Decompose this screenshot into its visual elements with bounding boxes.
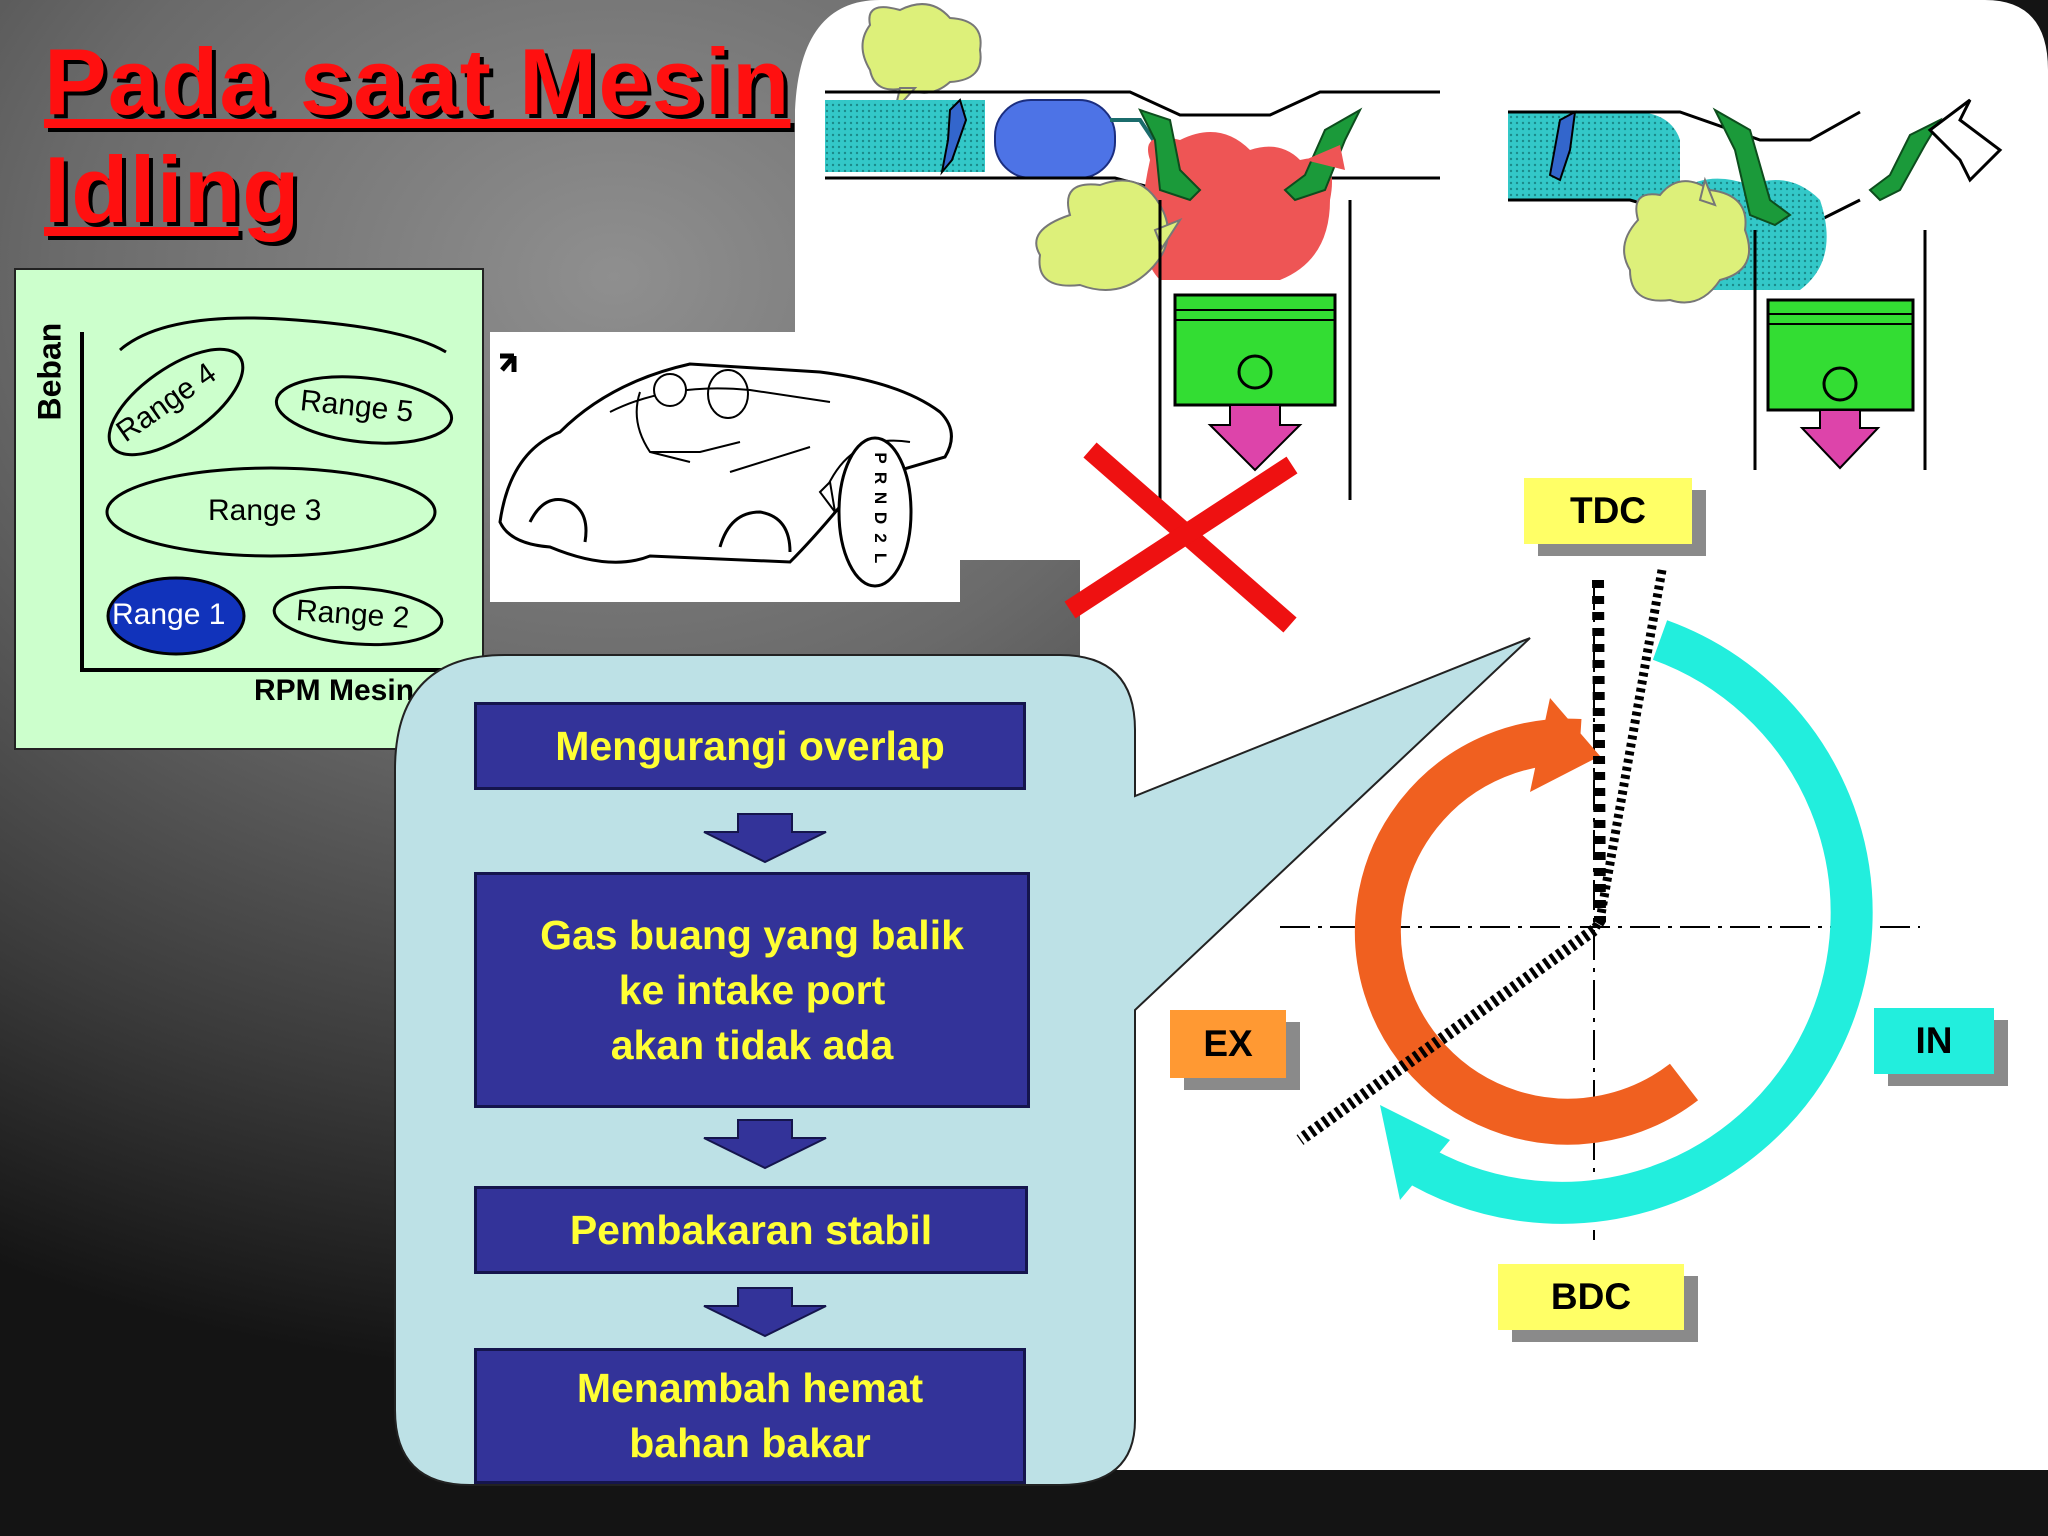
range-4-ellipse bbox=[107, 347, 245, 457]
engine-left bbox=[825, 3, 1440, 500]
gear-letter-N: N bbox=[871, 492, 890, 504]
flow-arrow-3 bbox=[703, 1287, 827, 1338]
exhaust-arc bbox=[1354, 718, 1699, 1145]
tdc-label: TDC bbox=[1524, 478, 1692, 544]
range-3-ellipse bbox=[105, 466, 437, 558]
ex-label: EX bbox=[1170, 1010, 1286, 1078]
gear-letter-L: L bbox=[871, 553, 890, 563]
flow-step-2: Gas buang yang balik ke intake port akan… bbox=[474, 872, 1030, 1108]
in-label: IN bbox=[1874, 1008, 1994, 1074]
page-title: Pada saat Mesin Idling bbox=[44, 28, 790, 244]
range-3-label: Range 3 bbox=[208, 494, 322, 527]
cross-mark bbox=[1064, 442, 1298, 633]
gear-letter-P: P bbox=[871, 452, 890, 463]
title-line-2: Idling bbox=[44, 137, 301, 242]
flow-arrow-1 bbox=[703, 813, 827, 864]
range-chart: Beban RPM Mesin Range 4 Range 5 Range 3 … bbox=[14, 268, 484, 750]
engine-diagrams bbox=[825, 3, 2003, 500]
intake-arc bbox=[1399, 620, 1873, 1224]
range-1-ellipse bbox=[106, 576, 246, 656]
gear-letter-2: 2 bbox=[871, 533, 890, 542]
range-chart-x-label: RPM Mesin bbox=[254, 674, 415, 707]
engine-right bbox=[1508, 98, 2003, 470]
range-chart-graphics bbox=[80, 316, 456, 672]
range-5-ellipse bbox=[274, 375, 454, 445]
flow-step-4: Menambah hemat bahan bakar bbox=[474, 1348, 1026, 1484]
range-2-ellipse bbox=[272, 585, 444, 647]
flow-step-1: Mengurangi overlap bbox=[474, 702, 1026, 790]
valve-timing-diagram bbox=[1280, 569, 1920, 1240]
flow-arrow-2 bbox=[703, 1119, 827, 1170]
gear-letter-D: D bbox=[871, 512, 890, 524]
range-1-label: Range 1 bbox=[112, 598, 226, 631]
gear-selector-bubble bbox=[837, 436, 913, 588]
bdc-label: BDC bbox=[1498, 1264, 1684, 1330]
title-line-1: Pada saat Mesin bbox=[44, 29, 791, 134]
flow-step-3: Pembakaran stabil bbox=[474, 1186, 1028, 1274]
gear-letter-R: R bbox=[871, 472, 890, 484]
